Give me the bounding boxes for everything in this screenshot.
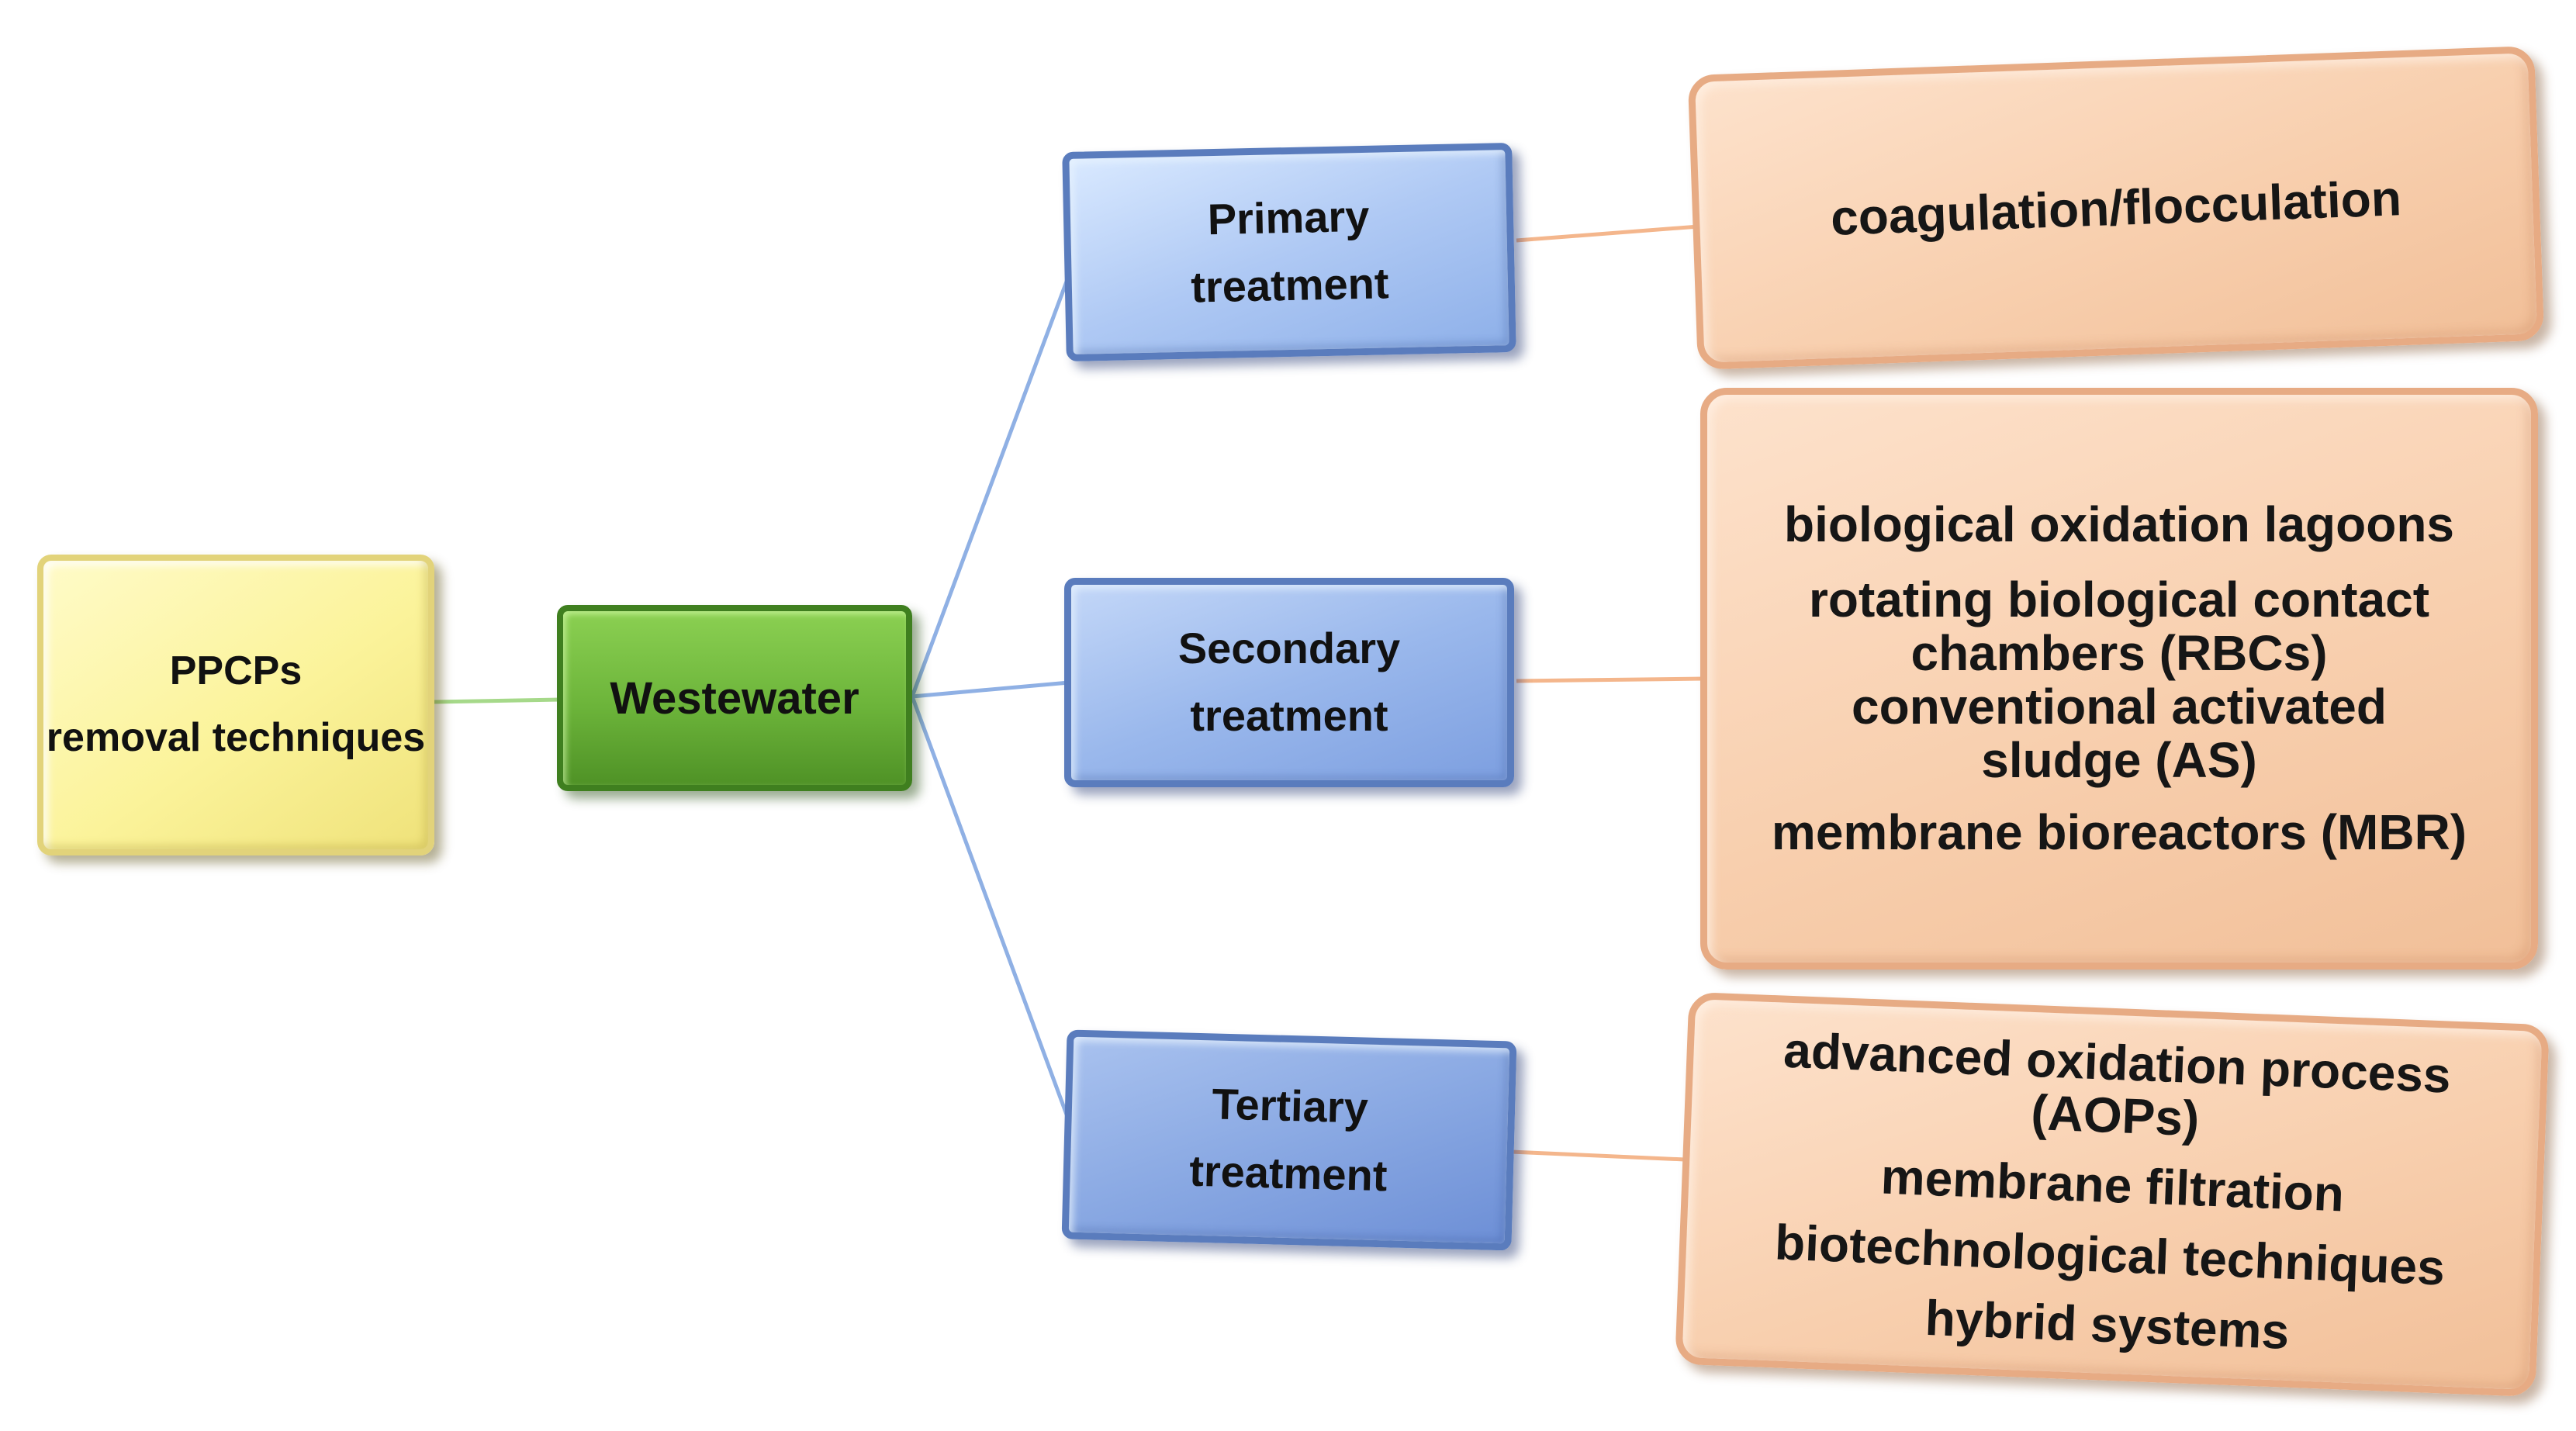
primary-techniques-node: coagulation/flocculation xyxy=(1687,46,2545,370)
root-label-line2: removal techniques xyxy=(46,715,426,760)
connector-root-wastewater xyxy=(434,697,561,704)
connector-tertiary-techniques xyxy=(1510,1149,1686,1162)
technique-membrane-filtration: membrane filtration xyxy=(1879,1148,2346,1222)
secondary-treatment-node: Secondary treatment xyxy=(1064,578,1514,787)
secondary-techniques-node: biological oxidation lagoons rotating bi… xyxy=(1700,388,2538,970)
technique-biotechnological: biotechnological techniques xyxy=(1773,1214,2446,1296)
primary-treatment-line2: treatment xyxy=(1190,258,1390,312)
technique-rbc-line2: chambers (RBCs) xyxy=(1910,624,2328,681)
wastewater-node: Westewater xyxy=(557,605,912,791)
technique-rbc-line1: rotating biological contact xyxy=(1808,571,2430,627)
connector-secondary-techniques xyxy=(1516,676,1704,683)
connector-wastewater-tertiary xyxy=(910,696,1071,1122)
connector-wastewater-primary xyxy=(910,275,1071,697)
tertiary-treatment-node: Tertiary treatment xyxy=(1061,1029,1517,1251)
technique-activated-sludge-line1: conventional activated xyxy=(1852,679,2387,735)
tertiary-techniques-node: advanced oxidation process (AOPs) membra… xyxy=(1675,991,2550,1398)
root-node-ppcps-removal: PPCPs removal techniques xyxy=(37,555,434,855)
technique-activated-sludge-line2: sludge (AS) xyxy=(1981,732,2257,789)
technique-membrane-bioreactors: membrane bioreactors (MBR) xyxy=(1771,804,2467,861)
root-label-line1: PPCPs xyxy=(169,648,303,694)
connector-wastewater-secondary xyxy=(911,680,1070,699)
wastewater-label: Westewater xyxy=(610,672,859,724)
connector-primary-techniques xyxy=(1516,224,1699,243)
secondary-treatment-line1: Secondary xyxy=(1177,624,1401,673)
technique-aop-line2: (AOPs) xyxy=(2030,1084,2201,1147)
technique-biological-oxidation-lagoons: biological oxidation lagoons xyxy=(1783,496,2455,552)
tertiary-treatment-line2: treatment xyxy=(1188,1146,1388,1201)
primary-treatment-line1: Primary xyxy=(1207,192,1370,244)
technique-hybrid-systems: hybrid systems xyxy=(1924,1289,2291,1360)
secondary-treatment-line2: treatment xyxy=(1190,691,1388,740)
technique-coagulation-flocculation: coagulation/flocculation xyxy=(1829,170,2403,246)
tertiary-treatment-line1: Tertiary xyxy=(1211,1079,1369,1132)
primary-treatment-node: Primary treatment xyxy=(1062,142,1516,362)
